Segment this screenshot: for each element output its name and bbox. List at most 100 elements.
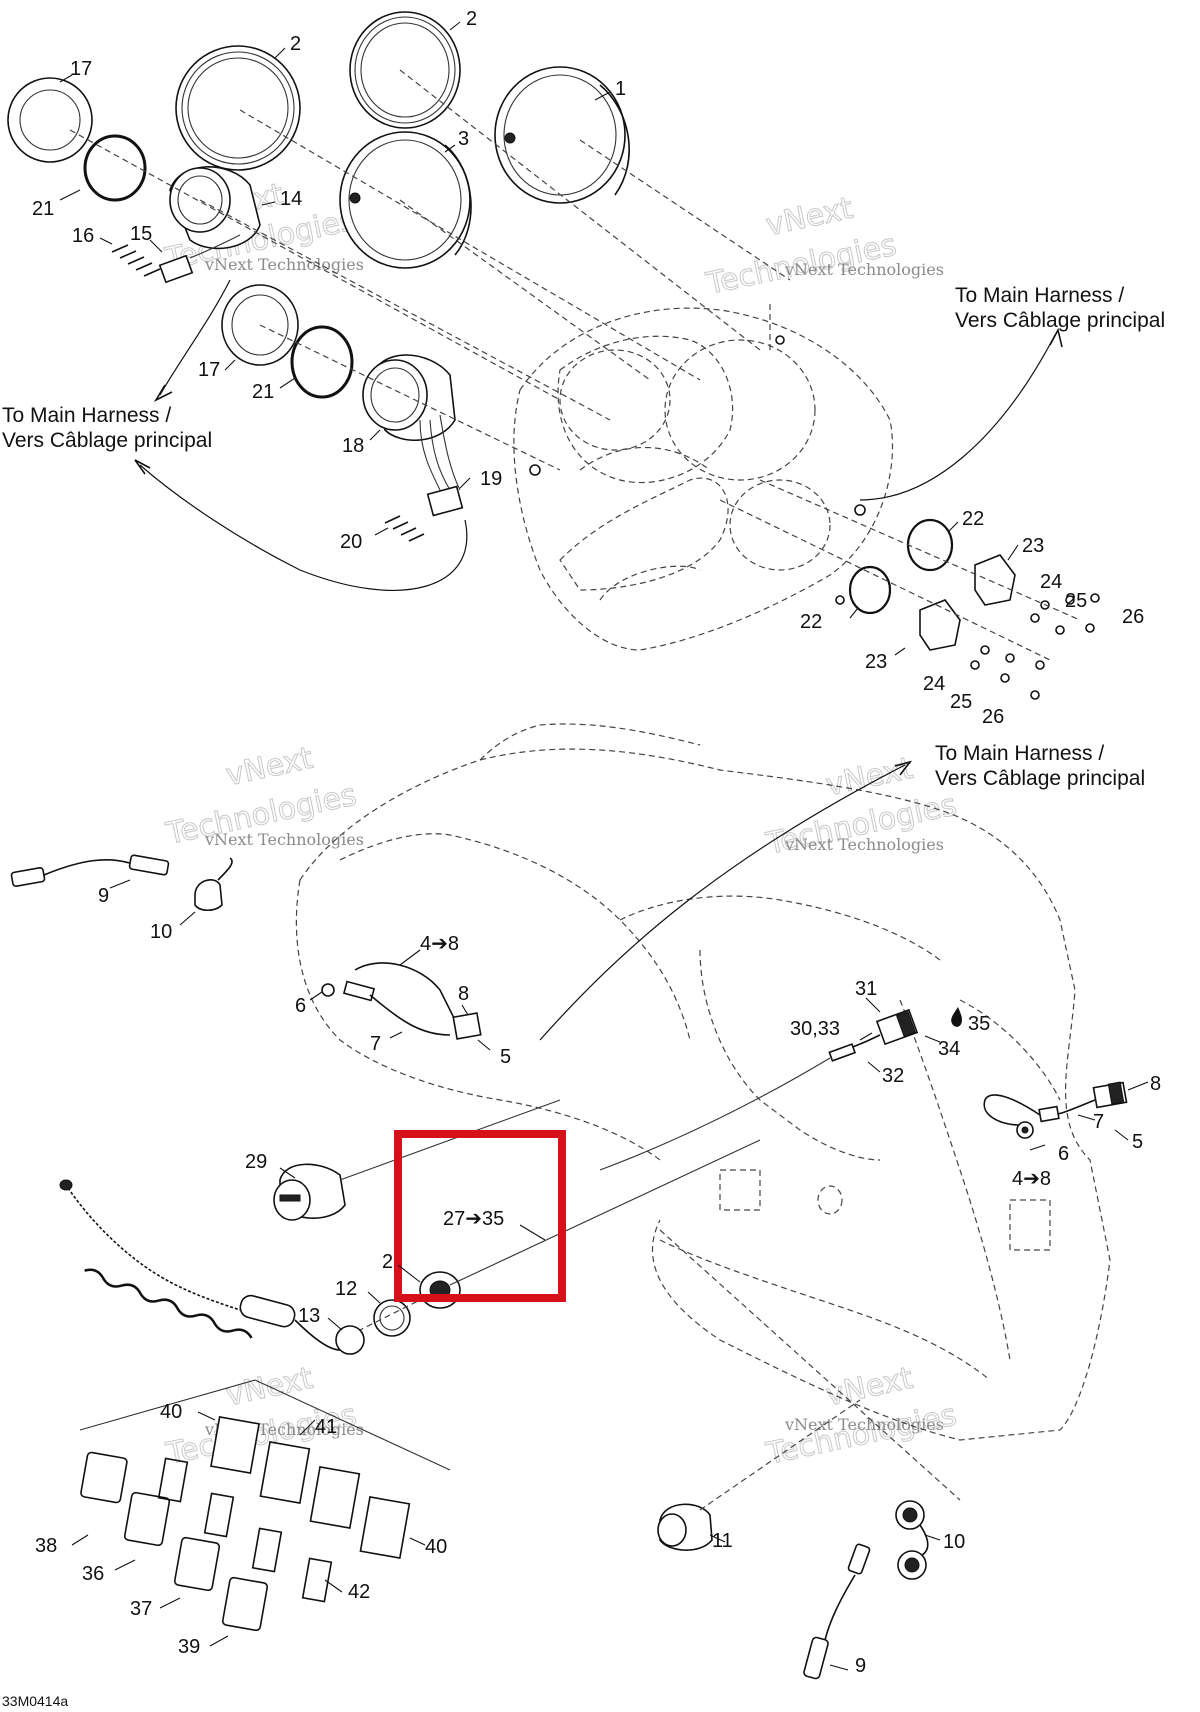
ring-22-upper [906,518,954,572]
callout-19: 19 [480,468,502,490]
gauge-18 [362,354,461,491]
o-ring-21-lower [290,325,354,399]
note-harness-left-en: To Main Harness / [2,404,171,427]
watermark-large-11: vNext [823,1361,916,1414]
gauge-1 [494,66,630,204]
callout-10-lower: 10 [943,1531,965,1553]
ring-22-lower [848,565,892,615]
hardware-upper [1030,593,1100,635]
drop-icon [951,1007,962,1027]
sensor-assembly-right [983,1081,1128,1139]
callout-42: 42 [348,1581,370,1603]
watermark-large-12: Technologies [763,1398,960,1473]
callout-8-right: 8 [1150,1073,1161,1095]
callout-34: 34 [938,1038,960,1060]
console-panel [295,723,1111,1441]
watermark-5: vNext Technologies [162,1360,360,1472]
cable-9-lower [803,1543,871,1680]
ring-12 [373,1299,411,1337]
callout-21-lower: 21 [252,381,274,403]
callout-25-lower: 25 [950,691,972,713]
note-harness-mid-en: To Main Harness / [935,742,1104,765]
callout-22-upper: 22 [962,508,984,530]
callout-38: 38 [35,1535,57,1557]
ignition-29 [273,1163,346,1221]
callout-39: 39 [178,1636,200,1658]
note-harness-mid-fr: Vers Câblage principal [935,767,1145,790]
bezel-2-top [349,11,461,129]
note-harness-top-right-fr: Vers Câblage principal [955,309,1165,332]
callout-4-8-right: 4➔8 [1012,1168,1051,1190]
callout-35: 35 [968,1013,990,1035]
bracket-23-upper [974,554,1016,606]
callout-30-33: 30,33 [790,1018,840,1040]
lanyard-13 [59,1179,365,1355]
o-ring-21-top [83,134,147,202]
watermark-small-6: vNext Technologies [784,1415,944,1434]
callout-15: 15 [130,223,152,245]
highlight-box [394,1130,566,1302]
callout-37: 37 [130,1598,152,1620]
callout-17-top: 17 [70,58,92,80]
callout-11: 11 [712,1530,733,1552]
callout-12: 12 [335,1278,357,1300]
callout-24-upper: 24 [1040,571,1062,593]
callout-14: 14 [280,188,302,210]
callout-26-upper: 26 [1122,606,1144,628]
note-harness-left-fr: Vers Câblage principal [2,429,212,452]
note-harness-top-right-en: To Main Harness / [955,284,1124,307]
callout-7-right: 7 [1093,1111,1104,1133]
callout-26-lower: 26 [982,706,1004,728]
bracket-23-lower [919,599,961,651]
gauge-14 [169,166,261,250]
callout-40-upper: 40 [160,1401,182,1423]
callout-6-right: 6 [1058,1143,1069,1165]
sensor-assembly-left [321,962,482,1040]
callout-18: 18 [342,435,364,457]
connector-19 [426,485,464,517]
cap-10-lower [895,1500,929,1580]
button-11 [657,1503,713,1551]
callout-2-top: 2 [466,8,477,30]
callout-25-upper: 25 [1065,590,1087,612]
callout-9-upper: 9 [98,885,109,907]
callout-3: 3 [458,128,469,150]
callout-27-35: 27➔35 [443,1208,504,1230]
callout-24-lower: 24 [923,673,945,695]
callout-31: 31 [855,978,877,1000]
callout-23-upper: 23 [1022,535,1044,557]
watermark-large-7: vNext [823,751,916,804]
callout-8-left: 8 [458,983,469,1005]
callout-labels: 1 2 2 3 14 15 16 17 17 21 21 18 19 20 22… [32,8,1161,1677]
callout-4-8-left: 4➔8 [420,933,459,955]
callout-36: 36 [82,1563,104,1585]
connector-15 [158,234,241,284]
cable-9-upper [10,854,170,887]
callout-13: 13 [298,1305,320,1327]
leader-lines [59,21,1149,1671]
watermark-small-4: vNext Technologies [784,835,944,854]
callout-21-top: 21 [32,198,54,220]
callout-2-lower: 2 [382,1251,393,1273]
watermark-large-3: vNext [763,191,856,244]
callout-20: 20 [340,531,362,553]
callout-23-lower: 23 [865,651,887,673]
callout-41: 41 [315,1416,337,1438]
cap-10-upper [194,857,233,912]
callout-5-left: 5 [500,1046,511,1068]
callout-7-left: 7 [370,1033,381,1055]
callout-2-mid: 2 [290,33,301,55]
callout-17-lower: 17 [198,359,220,381]
bezel-17-top [7,77,93,163]
watermark-large-5: vNext [223,741,316,794]
callout-9-lower: 9 [855,1655,866,1677]
watermark-small-3: vNext Technologies [204,830,364,849]
callout-22-lower: 22 [800,611,822,633]
callout-6-left: 6 [295,995,306,1017]
connector-31-34 [599,1008,919,1171]
callout-32: 32 [882,1065,904,1087]
socket-2-lower [419,1271,461,1309]
harness-notes: To Main Harness / Vers Câblage principal… [2,284,1165,790]
figure-reference: 33M0414a [2,1693,68,1709]
